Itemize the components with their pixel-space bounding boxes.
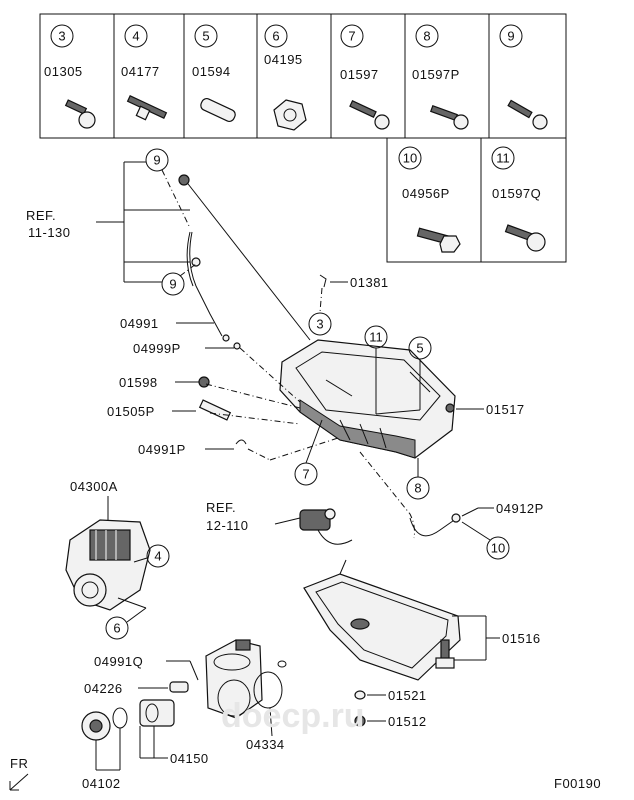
callout-3: 3 [308, 312, 332, 336]
dowel-pin-icon [200, 97, 236, 123]
callout-6: 6 [105, 597, 147, 640]
ref-label: REF. [26, 208, 56, 223]
filter-cap-04102 [81, 707, 128, 741]
legend-key: 11 [496, 151, 510, 166]
label-04334: 04334 [246, 737, 285, 752]
legend-code: 01594 [192, 64, 231, 79]
legend-cell-4: 4 04177 [121, 24, 168, 121]
legend-code: 01597P [412, 67, 460, 82]
label-01598: 01598 [119, 375, 158, 390]
label-04102: 04102 [82, 776, 121, 791]
label-01381: 01381 [350, 275, 389, 290]
bolt-flange-icon [64, 99, 96, 129]
filter-element-04150 [139, 699, 175, 727]
legend-top-border [39, 13, 567, 139]
legend-key: 6 [272, 29, 279, 44]
legend-cell-3: 3 01305 [44, 24, 96, 129]
callout-number: 9 [153, 153, 160, 168]
callout-number: 6 [113, 621, 120, 636]
legend-table: 3 01305 4 04177 5 01594 6 [39, 13, 567, 263]
label-04991P: 04991P [138, 442, 186, 457]
figure-code: F00190 [554, 776, 601, 791]
legend-cell-9: 9 [499, 24, 548, 130]
callout-number: 5 [416, 341, 423, 356]
legend-key: 8 [423, 29, 430, 44]
callout-9-bottom: 9 [161, 263, 197, 296]
callout-number: 4 [154, 549, 161, 564]
legend-code: 04177 [121, 64, 160, 79]
washer-01521 [354, 690, 366, 700]
flange-nut-icon [273, 99, 307, 131]
legend-cell-10: 10 04956P [398, 146, 461, 253]
label-04991: 04991 [120, 316, 159, 331]
upper-oil-pan [279, 339, 456, 459]
legend-code: 04195 [264, 52, 303, 67]
callout-number: 8 [414, 481, 421, 496]
callout-9-top: 9 [145, 148, 191, 229]
legend-key: 4 [132, 29, 139, 44]
callout-7: 7 [294, 419, 323, 486]
label-01516: 01516 [502, 631, 541, 646]
ref-11-130: REF. 11-130 [26, 161, 190, 283]
dipstick-assembly [178, 174, 311, 350]
legend-cell-7: 7 01597 [340, 24, 390, 130]
plug-01512 [354, 715, 366, 727]
label-01512: 01512 [388, 714, 427, 729]
legend-code: 01597 [340, 67, 379, 82]
label-04999P: 04999P [133, 341, 181, 356]
drain-bolt [435, 639, 455, 669]
legend-cell-11: 11 01597Q [491, 146, 546, 252]
oil-cooler-adapter [205, 639, 263, 719]
legend-cell-6: 6 04195 [264, 24, 307, 131]
legend-key: 10 [403, 151, 417, 166]
callout-number: 9 [169, 277, 176, 292]
callout-number: 11 [369, 330, 383, 345]
ref-label-2: REF. [206, 500, 236, 515]
flange-bolt-icon [349, 99, 390, 130]
legend-code: 01305 [44, 64, 83, 79]
legend-key: 3 [58, 29, 65, 44]
callout-number: 10 [491, 541, 505, 556]
label-04991Q: 04991Q [94, 654, 143, 669]
label-01517: 01517 [486, 402, 525, 417]
short-bolt-icon [507, 99, 548, 130]
label-01505P: 01505P [107, 404, 155, 419]
legend-cell-5: 5 01594 [192, 24, 236, 123]
legend-code: 04956P [402, 186, 450, 201]
legend-key: 5 [202, 29, 209, 44]
label-04300A: 04300A [70, 479, 118, 494]
callout-number: 3 [316, 317, 323, 332]
legend-bottom-border [386, 137, 567, 263]
oil-filter-bracket [65, 519, 151, 611]
label-04150: 04150 [170, 751, 209, 766]
legend-key: 7 [348, 29, 355, 44]
stud-bolt-icon [126, 95, 168, 121]
front-direction-indicator: FR [9, 756, 29, 791]
legend-key: 9 [507, 29, 514, 44]
callout-4: 4 [133, 544, 170, 568]
legend-code: 01597Q [492, 186, 541, 201]
watermark: doecp.ru [221, 697, 365, 735]
callout-8: 8 [406, 458, 430, 500]
o-ring-04334 [253, 660, 287, 709]
label-04226: 04226 [84, 681, 123, 696]
front-label: FR [10, 756, 28, 771]
flange-bolt-icon [429, 104, 469, 130]
ref-code-2: 12-110 [206, 518, 249, 533]
callout-11: 11 [364, 325, 388, 414]
label-01521: 01521 [388, 688, 427, 703]
hex-bolt-icon [416, 227, 461, 253]
callout-5: 5 [375, 336, 432, 415]
callout-number: 7 [302, 467, 309, 482]
oil-level-sensor [299, 508, 353, 545]
ref-code: 11-130 [28, 225, 71, 240]
label-04912P: 04912P [496, 501, 544, 516]
legend-cell-8: 8 01597P [412, 24, 469, 130]
callout-10: 10 [461, 521, 510, 560]
flange-bolt-icon [504, 224, 546, 252]
